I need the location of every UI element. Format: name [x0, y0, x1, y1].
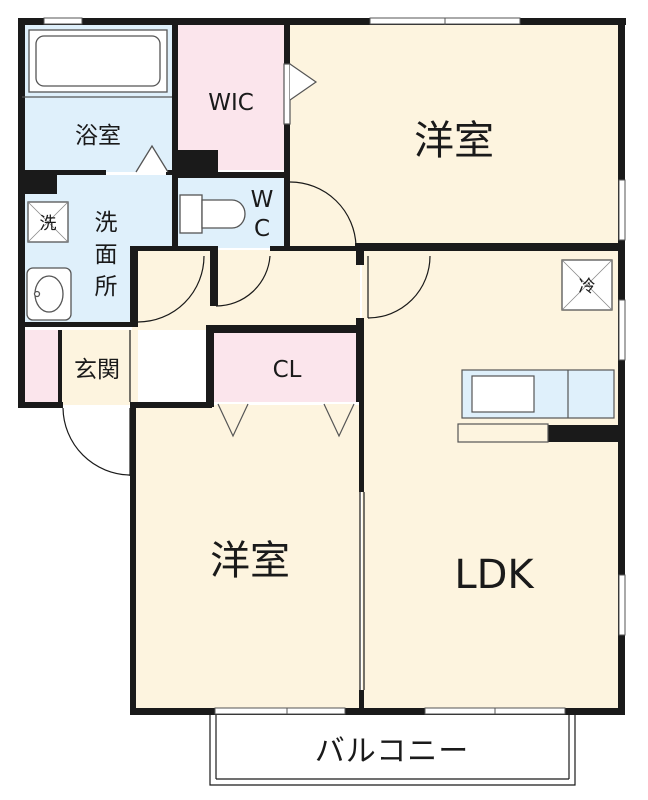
bathtub-icon	[22, 29, 172, 173]
washer-icon	[27, 201, 69, 243]
fridge-icon	[561, 259, 613, 311]
hallway-floor	[132, 250, 360, 330]
washroom-label-1: 洗	[95, 210, 118, 236]
toilet-icon	[179, 194, 246, 234]
washroom-label-3: 所	[95, 274, 118, 300]
toilet-label-c: C	[254, 216, 270, 242]
balcony-label: バルコニー	[315, 734, 469, 769]
bath-label: 浴室	[75, 123, 121, 149]
washroom-label-2: 面	[95, 242, 118, 268]
bedroom-south-label: 洋室	[210, 538, 290, 584]
ldk-label: LDK	[454, 552, 535, 598]
bedroom-north-label: 洋室	[414, 118, 494, 164]
ldk-floor	[362, 250, 620, 710]
closet-label: CL	[273, 357, 302, 383]
toilet-label-w: W	[251, 187, 274, 213]
kitchen-counter-icon	[457, 369, 615, 443]
walls	[18, 18, 626, 715]
door-lines	[62, 181, 576, 786]
wic-floor	[178, 25, 288, 170]
entrance-floor	[22, 330, 62, 405]
fridge-mark: 冷	[579, 277, 596, 297]
windows	[43, 17, 626, 715]
wic-door-icon	[283, 63, 318, 125]
washbasin-icon	[26, 267, 72, 321]
wic-label: WIC	[208, 90, 254, 116]
closet-floor	[212, 332, 360, 402]
entrance-label: 玄関	[74, 357, 120, 383]
closet-door-icon	[217, 403, 355, 438]
entrance-hall-floor	[62, 330, 138, 405]
washer-mark: 洗	[40, 214, 57, 234]
bedroom-south-floor	[134, 405, 360, 710]
